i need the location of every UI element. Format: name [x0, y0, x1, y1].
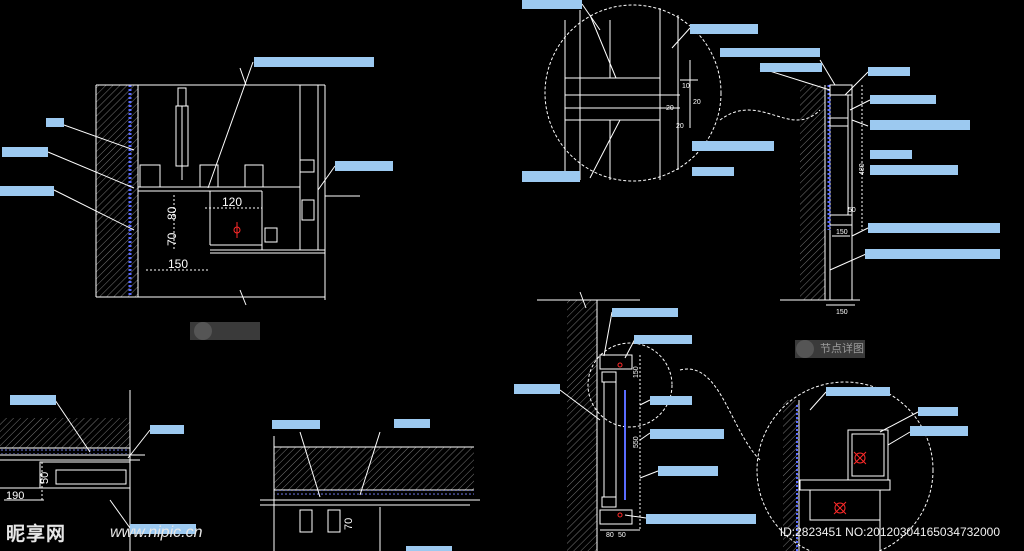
label-box: [406, 546, 452, 551]
label-box: [514, 384, 560, 394]
detail-section-top-right: [544, 3, 871, 306]
detail-bottom-left-dimensions: 190 50: [6, 472, 51, 502]
label-box: [760, 63, 822, 72]
detail-section-top-left: [47, 61, 360, 306]
label-box: [868, 223, 1000, 233]
dim-70: 70: [165, 232, 179, 246]
dim-150: 150: [168, 257, 188, 271]
wall-hatch-right: [800, 85, 825, 300]
dim-150-right-a: 150: [836, 229, 848, 236]
detail-section-bottom-middle: [537, 291, 934, 551]
dim-70-b: 70: [343, 518, 355, 530]
watermark-url: www.nipic.cn: [110, 524, 203, 541]
label-box: [918, 407, 958, 416]
label-box: [10, 395, 56, 405]
labels-bottom-middle: [514, 308, 968, 524]
labels-top-left: [0, 57, 393, 196]
dim-20-b: 20: [676, 123, 684, 130]
label-box: [0, 186, 54, 196]
wall-hatch-bottom: [567, 300, 597, 551]
label-box: [254, 57, 374, 67]
labels-bottom-center: [272, 419, 452, 551]
label-box: [2, 147, 48, 157]
labels-bottom-left: [10, 395, 196, 534]
dim-480: 480: [859, 163, 866, 175]
label-box: [646, 514, 756, 524]
detail-top-right-dimensions: 10 20 20 20 480 50 150 150: [666, 83, 866, 316]
dim-550-mid: 550: [633, 436, 640, 448]
label-box: [868, 67, 910, 76]
label-box: [826, 387, 890, 396]
label-box: [870, 150, 912, 159]
dim-80-mid: 80: [606, 532, 614, 539]
label-box: [720, 48, 820, 57]
dim-50-mid: 50: [618, 532, 626, 539]
dim-20-a: 20: [693, 99, 701, 106]
label-box: [870, 165, 958, 175]
label-box: [870, 95, 936, 104]
dim-190: 190: [6, 490, 24, 502]
dim-150-right-b: 150: [836, 309, 848, 316]
label-box: [690, 24, 758, 34]
watermark-logo: 昵享网: [6, 524, 67, 545]
detail-top-left-dimensions: 120 80 70 150: [165, 195, 242, 271]
zoom-circle-bottom: [756, 381, 934, 551]
label-box: [335, 161, 393, 171]
watermark-id: ID:2823451 NO:20120304165034732000: [779, 525, 1000, 539]
label-box: [272, 420, 320, 429]
label-box: [130, 524, 196, 534]
dim-50-right: 50: [848, 207, 856, 214]
label-box: [150, 425, 184, 434]
zoom-circle-top: [544, 4, 722, 182]
label-box: [634, 335, 692, 344]
label-box: [692, 141, 774, 151]
dim-50: 50: [39, 472, 51, 484]
label-box: [650, 396, 692, 405]
detail-bottom-center-dimensions: 70: [343, 518, 355, 530]
title-marker-right: [796, 340, 814, 358]
labels-top-right: [522, 0, 1000, 259]
dim-80: 80: [165, 206, 179, 220]
dim-150-mid: 150: [633, 366, 640, 378]
title-detail-right: 节点详图: [820, 341, 864, 355]
label-box: [522, 171, 580, 182]
wall-hatch: [96, 85, 138, 297]
dim-10: 10: [682, 83, 690, 90]
label-box: [612, 308, 678, 317]
label-box: [910, 426, 968, 436]
label-box: [658, 466, 718, 476]
title-marker-left: [194, 322, 212, 340]
label-box: [46, 118, 64, 127]
label-box: [394, 419, 430, 428]
dim-20-c: 20: [666, 105, 674, 112]
detail-section-bottom-left: [0, 390, 151, 551]
detail-bottom-middle-dimensions: 150 550 80 50: [606, 366, 640, 539]
label-box: [865, 249, 1000, 259]
label-box: [692, 167, 734, 176]
detail-section-bottom-center: [260, 431, 480, 551]
label-box: [650, 429, 724, 439]
label-box: [870, 120, 970, 130]
label-box: [522, 0, 582, 9]
dim-120: 120: [222, 195, 242, 209]
